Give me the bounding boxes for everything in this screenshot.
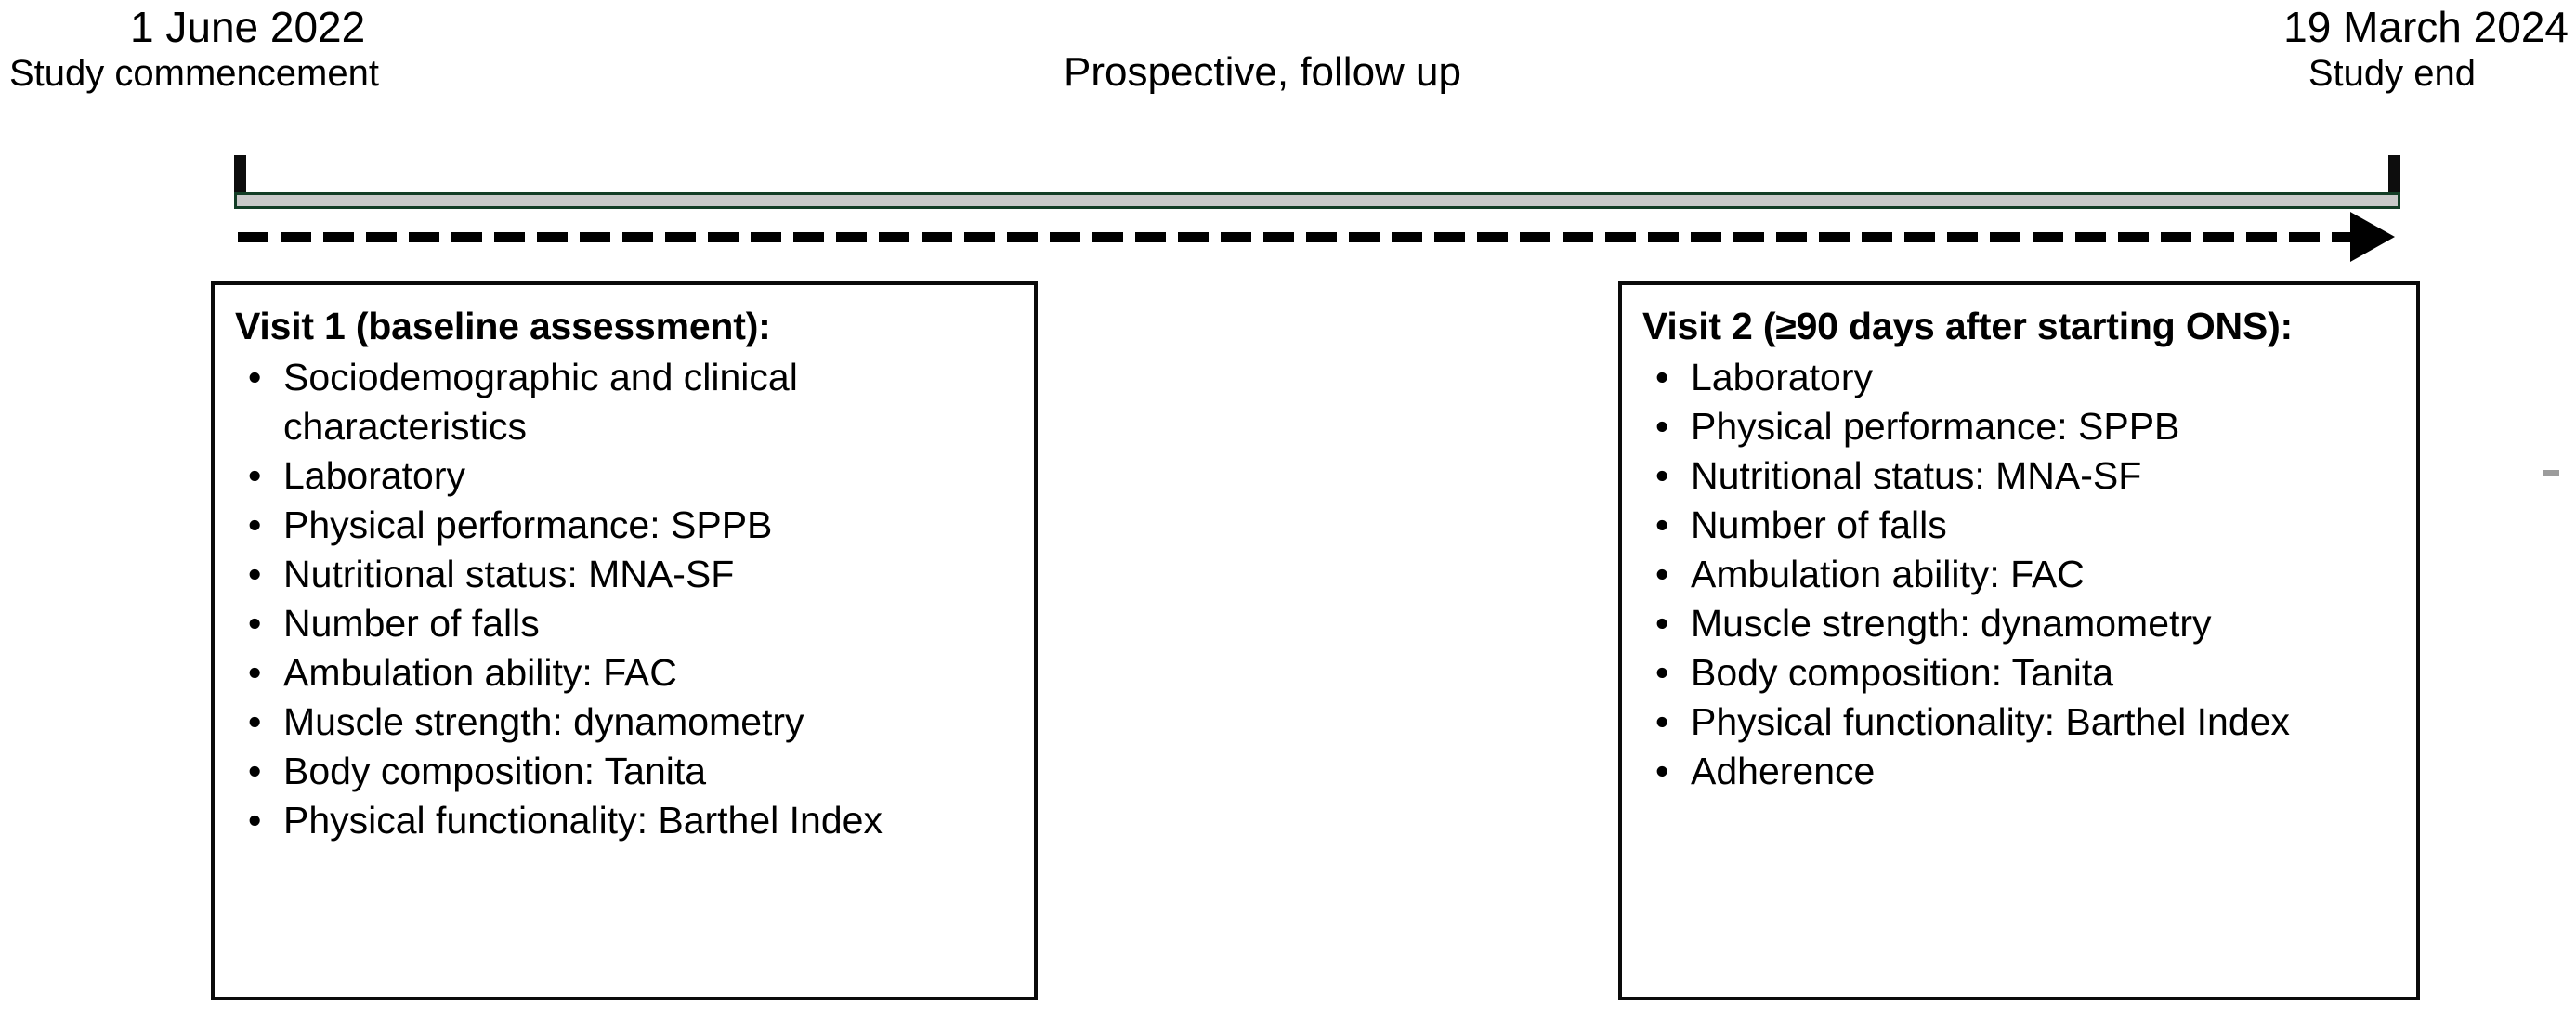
visit-1-box: Visit 1 (baseline assessment): • Sociodem… <box>211 281 1038 1000</box>
bullet-icon: • <box>1655 602 1669 645</box>
assessment-item: • Nutritional status: MNA-SF <box>235 550 1013 599</box>
assessment-item-label: Muscle strength: dynamometry <box>1691 602 2212 645</box>
study-start-date: 1 June 2022 <box>130 3 366 51</box>
visit-2-assessment-list: • Laboratory • Physical performance: SPPB • N… <box>1642 353 2396 796</box>
assessment-item: • Body composition: Tanita <box>235 747 1013 796</box>
timeline-span-bar <box>234 192 2400 209</box>
assessment-item: • Physical performance: SPPB <box>1642 402 2396 451</box>
visit-1-assessment-list: • Sociodemographic and clinical character… <box>235 353 1013 845</box>
assessment-item: • Physical functionality: Barthel Index <box>235 796 1013 845</box>
assessment-item-label: Physical performance: SPPB <box>283 503 773 546</box>
assessment-item: • Adherence <box>1642 747 2396 796</box>
bullet-icon: • <box>248 799 262 842</box>
bullet-icon: • <box>1655 454 1669 497</box>
assessment-item-label: Laboratory <box>283 454 466 497</box>
assessment-item: • Ambulation ability: FAC <box>1642 550 2396 599</box>
timeline-dashed-line <box>238 232 2365 242</box>
assessment-item: • Ambulation ability: FAC <box>235 648 1013 698</box>
bullet-icon: • <box>248 503 262 546</box>
visit-1-title: Visit 1 (baseline assessment): <box>235 305 771 347</box>
assessment-item: • Number of falls <box>235 599 1013 648</box>
assessment-item-label: Sociodemographic and clinical characteri… <box>283 356 798 448</box>
assessment-item-label: Body composition: Tanita <box>283 750 707 792</box>
assessment-item: • Laboratory <box>235 451 1013 501</box>
study-end-caption: Study end <box>2308 53 2476 94</box>
assessment-item-label: Physical performance: SPPB <box>1691 405 2180 448</box>
assessment-item: • Muscle strength: dynamometry <box>1642 599 2396 648</box>
visit-2-title: Visit 2 (≥90 days after starting ONS): <box>1642 305 2293 347</box>
bullet-icon: • <box>1655 700 1669 743</box>
bullet-icon: • <box>248 651 262 694</box>
assessment-item-label: Muscle strength: dynamometry <box>283 700 804 743</box>
assessment-item-label: Number of falls <box>1691 503 1947 546</box>
assessment-item: • Body composition: Tanita <box>1642 648 2396 698</box>
study-end-date: 19 March 2024 <box>2283 3 2569 51</box>
assessment-item: • Sociodemographic and clinical character… <box>235 353 1013 451</box>
assessment-item: • Laboratory <box>1642 353 2396 402</box>
assessment-item-label: Physical functionality: Barthel Index <box>283 799 883 842</box>
bullet-icon: • <box>1655 553 1669 595</box>
bullet-icon: • <box>248 602 262 645</box>
timeline-arrowhead-icon <box>2350 212 2395 262</box>
bullet-icon: • <box>248 356 262 398</box>
bullet-icon: • <box>1655 405 1669 448</box>
bullet-icon: • <box>248 750 262 792</box>
visit-2-box: Visit 2 (≥90 days after starting ONS): •… <box>1618 281 2420 1000</box>
bullet-icon: • <box>248 454 262 497</box>
assessment-item: • Physical performance: SPPB <box>235 501 1013 550</box>
assessment-item-label: Nutritional status: MNA-SF <box>1691 454 2142 497</box>
assessment-item-label: Adherence <box>1691 750 1876 792</box>
assessment-item-label: Number of falls <box>283 602 540 645</box>
assessment-item-label: Laboratory <box>1691 356 1874 398</box>
stray-margin-mark <box>2543 470 2559 476</box>
assessment-item-label: Physical functionality: Barthel Index <box>1691 700 2290 743</box>
study-period-label: Prospective, follow up <box>1064 49 1461 95</box>
assessment-item-label: Body composition: Tanita <box>1691 651 2114 694</box>
assessment-item: • Physical functionality: Barthel Index <box>1642 698 2396 747</box>
assessment-item: • Muscle strength: dynamometry <box>235 698 1013 747</box>
timeline-end-tick <box>2388 155 2400 202</box>
assessment-item: • Number of falls <box>1642 501 2396 550</box>
bullet-icon: • <box>1655 356 1669 398</box>
bullet-icon: • <box>1655 503 1669 546</box>
bullet-icon: • <box>248 553 262 595</box>
bullet-icon: • <box>248 700 262 743</box>
assessment-item: • Nutritional status: MNA-SF <box>1642 451 2396 501</box>
assessment-item-label: Nutritional status: MNA-SF <box>283 553 735 595</box>
timeline-start-tick <box>234 155 246 202</box>
assessment-item-label: Ambulation ability: FAC <box>1691 553 2085 595</box>
assessment-item-label: Ambulation ability: FAC <box>283 651 677 694</box>
study-start-caption: Study commencement <box>9 53 379 94</box>
bullet-icon: • <box>1655 651 1669 694</box>
bullet-icon: • <box>1655 750 1669 792</box>
